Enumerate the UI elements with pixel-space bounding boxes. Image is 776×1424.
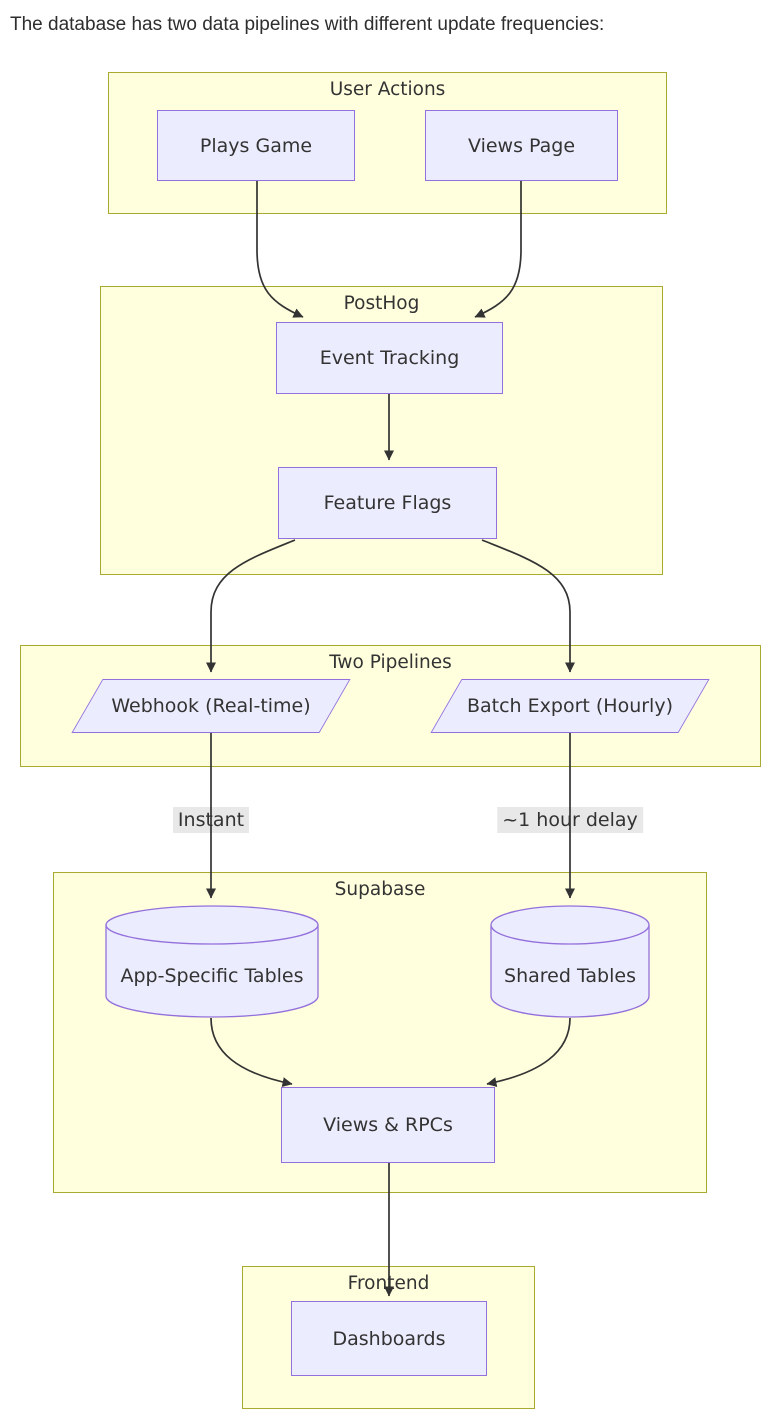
group-two-pipelines-label: Two Pipelines — [329, 652, 452, 673]
node-views-page-label: Views Page — [467, 134, 576, 157]
node-feature-flags-label: Feature Flags — [323, 492, 452, 514]
cylinder-shape — [105, 905, 319, 1018]
node-shared-tables-label: Shared Tables — [504, 964, 636, 987]
group-posthog-label: PostHog — [343, 293, 420, 314]
node-dashboards: Dashboards — [291, 1301, 487, 1376]
node-plays-game-label: Plays Game — [199, 134, 313, 157]
node-app-specific-tables-label: App-Specific Tables — [120, 964, 304, 987]
node-event-tracking: Event Tracking — [276, 322, 503, 394]
group-frontend-label: Frontend — [347, 1273, 430, 1294]
node-batch-export: Batch Export (Hourly) — [429, 679, 711, 733]
node-webhook-label: Webhook (Real-time) — [111, 695, 311, 717]
node-webhook: Webhook (Real-time) — [70, 679, 352, 733]
node-app-specific-tables: App-Specific Tables — [105, 905, 319, 1018]
page-title: The database has two data pipelines with… — [10, 14, 605, 35]
edge-label-hour-delay: ~1 hour delay — [497, 807, 643, 833]
edge-label-instant: Instant — [172, 807, 250, 833]
cylinder-shape — [490, 905, 650, 1018]
node-plays-game: Plays Game — [157, 110, 355, 181]
node-views-page: Views Page — [425, 110, 618, 181]
node-views-rpcs: Views & RPCs — [281, 1087, 495, 1163]
node-event-tracking-label: Event Tracking — [319, 347, 460, 369]
node-feature-flags: Feature Flags — [278, 467, 497, 539]
node-dashboards-label: Dashboards — [332, 1327, 446, 1350]
group-supabase-label: Supabase — [334, 879, 426, 900]
node-batch-export-label: Batch Export (Hourly) — [466, 695, 673, 717]
group-user-actions-label: User Actions — [329, 79, 446, 100]
node-views-rpcs-label: Views & RPCs — [323, 1114, 453, 1136]
node-shared-tables: Shared Tables — [490, 905, 650, 1018]
